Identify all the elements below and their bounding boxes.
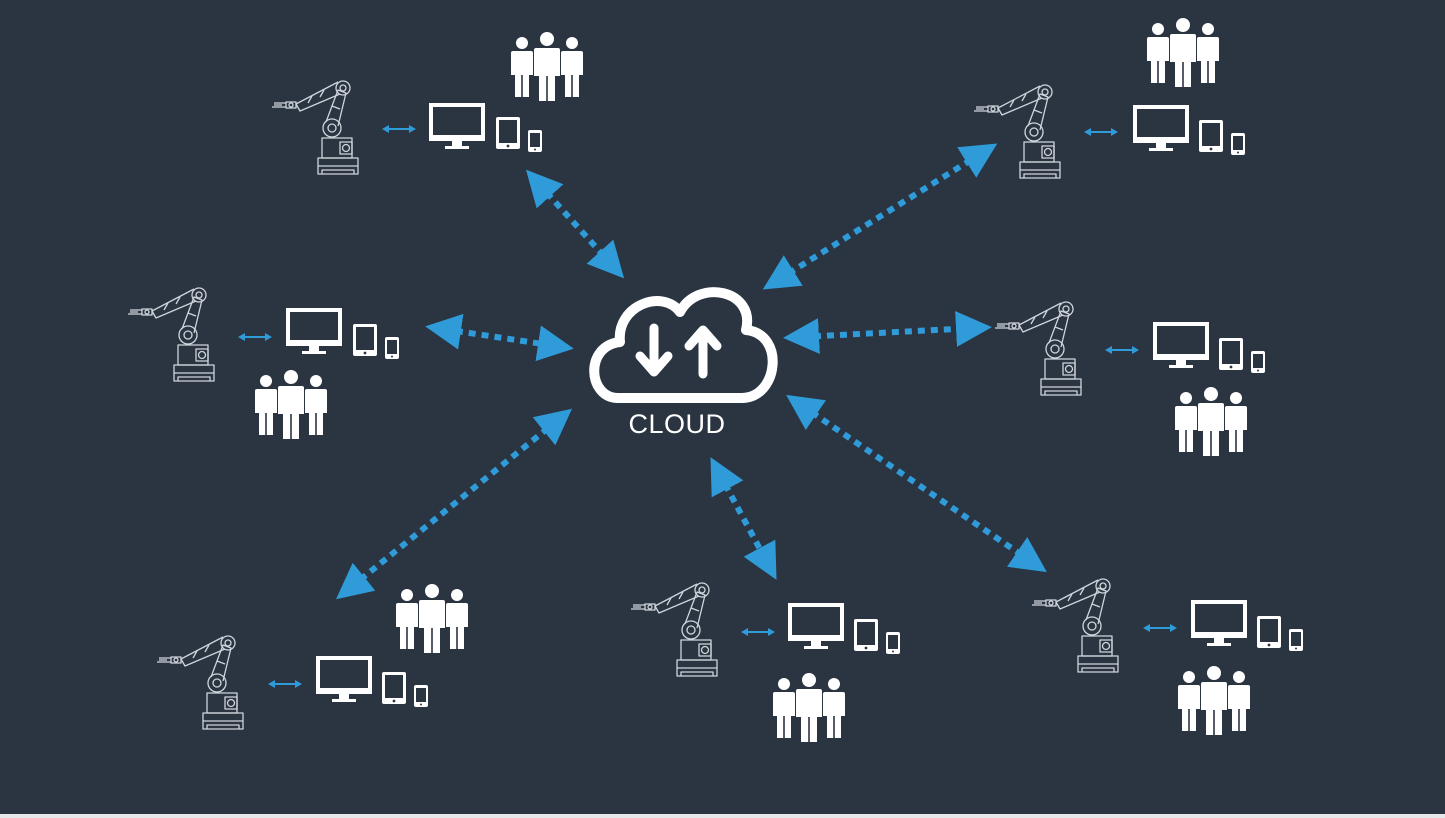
desktop-monitor-icon	[429, 103, 485, 149]
link-bottom-right	[786, 394, 1047, 573]
phone-icon	[886, 632, 900, 654]
small-arrow-icon	[1104, 345, 1140, 355]
tablet-icon	[1257, 616, 1281, 648]
small-arrow-icon	[1142, 623, 1178, 633]
small-arrow-icon	[1083, 127, 1119, 137]
phone-icon	[1289, 629, 1303, 651]
small-arrow-icon	[740, 627, 776, 637]
link-top-left	[525, 169, 625, 279]
robot-arm-icon	[127, 287, 215, 382]
user-group-icon	[1174, 386, 1248, 457]
node-top-left	[271, 31, 584, 175]
robot-arm-icon	[156, 635, 244, 730]
tablet-icon	[496, 117, 520, 149]
node-middle-right	[994, 301, 1265, 457]
node-middle-left	[127, 287, 399, 440]
user-group-icon	[254, 369, 328, 440]
desktop-monitor-icon	[788, 603, 844, 649]
link-bottom-center	[710, 457, 777, 580]
node-top-right	[973, 17, 1245, 179]
small-arrow-icon	[237, 332, 273, 342]
node-bottom-left	[156, 583, 469, 730]
desktop-monitor-icon	[286, 308, 342, 354]
user-group-icon	[1146, 17, 1220, 88]
tablet-icon	[854, 619, 878, 651]
link-top-right	[762, 143, 998, 290]
robot-arm-icon	[994, 301, 1082, 396]
small-arrow-icon	[267, 679, 303, 689]
link-middle-left	[425, 313, 574, 362]
robot-arm-icon	[630, 582, 718, 677]
phone-icon	[414, 685, 428, 707]
bottom-divider	[0, 814, 1445, 818]
desktop-monitor-icon	[1191, 600, 1247, 646]
tablet-icon	[382, 672, 406, 704]
link-middle-right	[783, 310, 992, 355]
phone-icon	[385, 337, 399, 359]
link-bottom-left	[335, 408, 573, 600]
desktop-monitor-icon	[1153, 322, 1209, 368]
tablet-icon	[353, 324, 377, 356]
node-bottom-right	[1031, 578, 1303, 736]
user-group-icon	[1177, 665, 1251, 736]
tablet-icon	[1199, 120, 1223, 152]
desktop-monitor-icon	[316, 656, 372, 702]
small-arrow-icon	[381, 124, 417, 134]
cloud-label: CLOUD	[628, 409, 726, 439]
desktop-monitor-icon	[1133, 105, 1189, 151]
phone-icon	[528, 130, 542, 152]
tablet-icon	[1219, 338, 1243, 370]
robot-arm-icon	[1031, 578, 1119, 673]
phone-icon	[1231, 133, 1245, 155]
user-group-icon	[395, 583, 469, 654]
node-bottom-center	[630, 582, 900, 743]
robot-arm-icon	[271, 80, 359, 175]
cloud-upload-download-icon	[589, 287, 778, 403]
user-group-icon	[772, 672, 846, 743]
robot-arm-icon	[973, 84, 1061, 179]
phone-icon	[1251, 351, 1265, 373]
user-group-icon	[510, 31, 584, 102]
